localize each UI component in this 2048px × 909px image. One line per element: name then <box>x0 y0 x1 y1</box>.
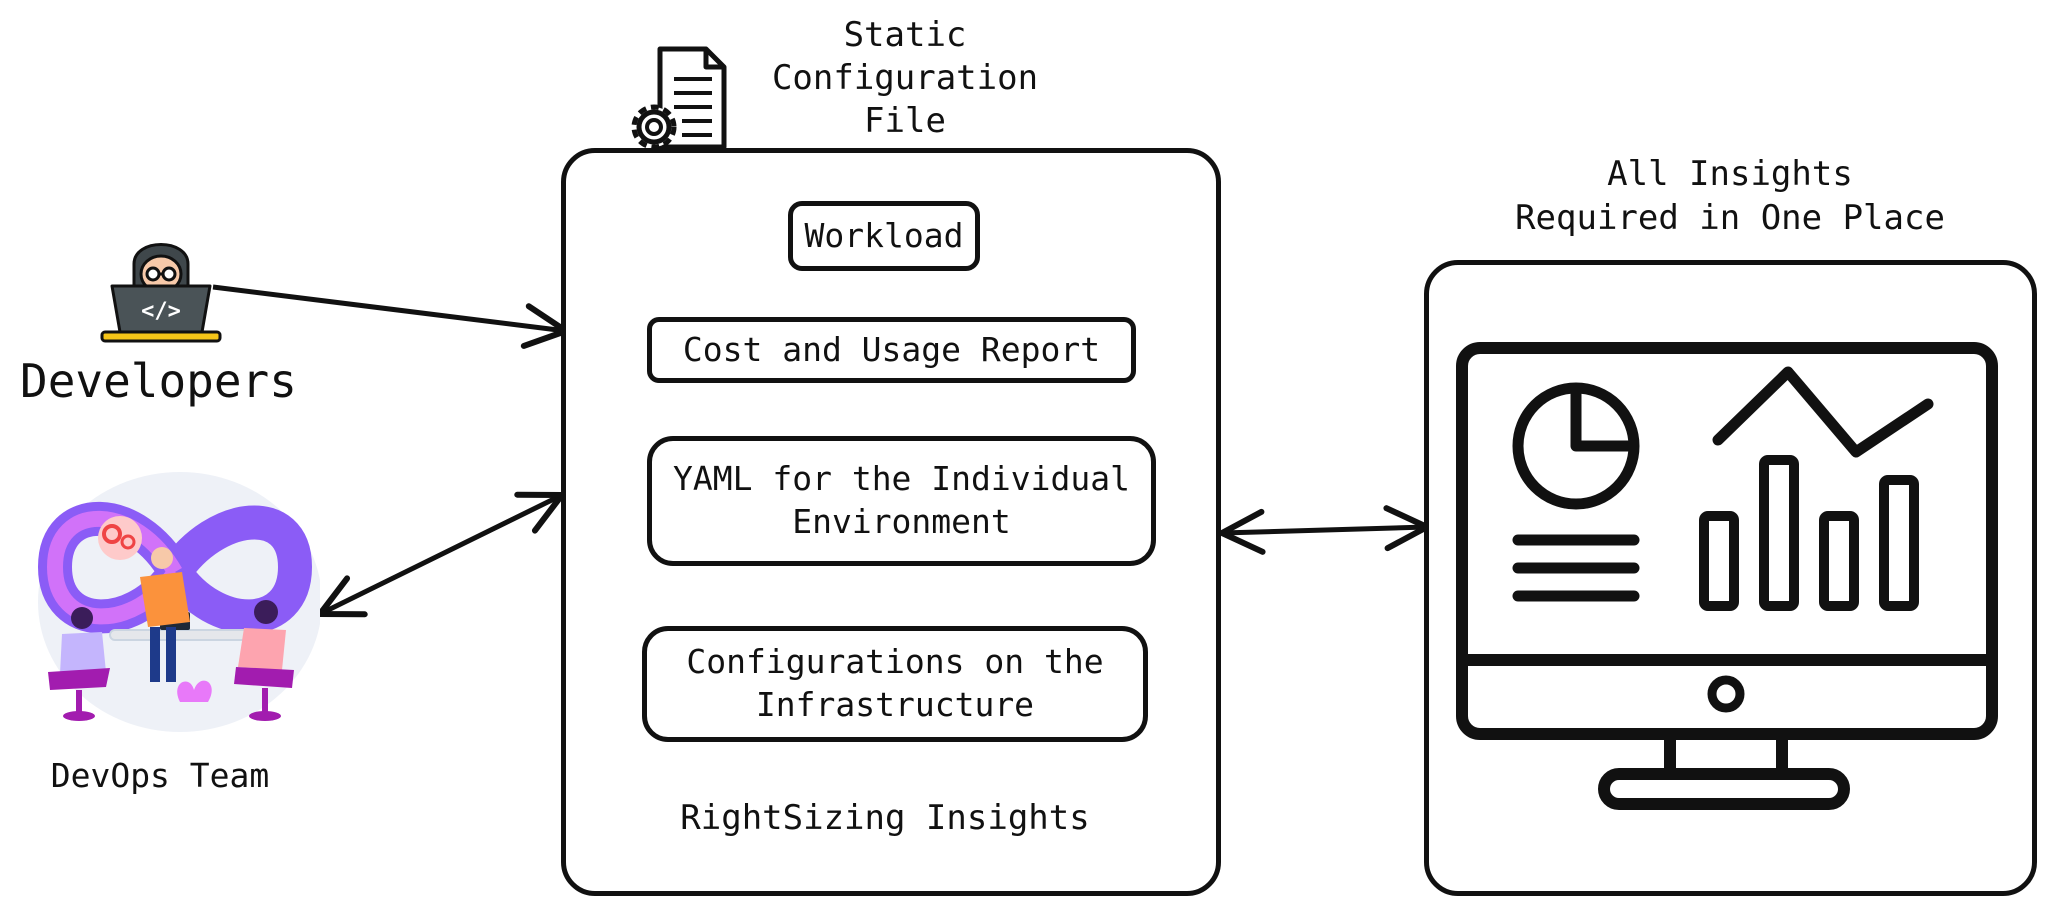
svg-text:</>: </> <box>141 299 181 324</box>
item-yaml-environment: YAML for the Individual Environment <box>647 436 1156 566</box>
devops-label: DevOps Team <box>50 756 270 795</box>
arrow-panel-insights <box>1219 505 1430 555</box>
config-file-label: Static Configuration File <box>771 15 1039 141</box>
item-infra-label: Configurations on the Infrastructure <box>686 642 1104 724</box>
developer-laptop-icon: </> <box>100 243 222 343</box>
item-workload: Workload <box>788 201 980 271</box>
insights-label: All Insights Required in One Place <box>1515 154 1945 238</box>
item-yaml-label: YAML for the Individual Environment <box>673 459 1130 541</box>
devops-team-illustration <box>37 472 320 732</box>
item-cost-usage-label: Cost and Usage Report <box>682 329 1101 369</box>
document-gear-icon <box>631 46 727 150</box>
rightsizing-insights-label: RightSizing Insights <box>680 798 1090 838</box>
arrow-devops-panel <box>317 491 565 618</box>
item-infra-configurations: Configurations on the Infrastructure <box>642 626 1148 742</box>
arrow-developers-to-panel <box>212 284 569 349</box>
monitor-dashboard-icon <box>1456 342 1998 810</box>
item-workload-label: Workload <box>804 215 964 255</box>
developers-label: Developers <box>20 354 297 408</box>
item-cost-usage-report: Cost and Usage Report <box>647 317 1136 383</box>
